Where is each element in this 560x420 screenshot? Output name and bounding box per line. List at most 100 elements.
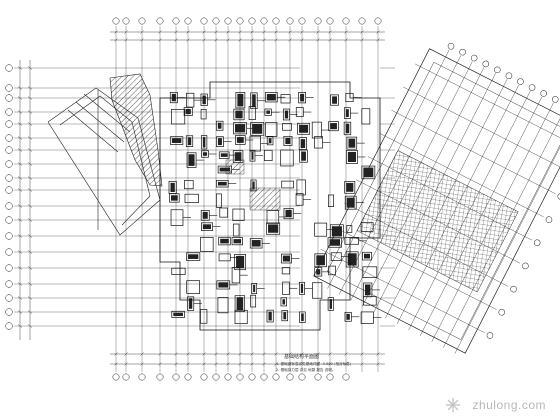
- column: [329, 299, 333, 309]
- dimension-tick: [158, 38, 162, 42]
- column: [268, 311, 272, 321]
- pile-cap: [345, 92, 354, 103]
- dimension-tick: [17, 282, 23, 286]
- wing-grid-bubble: [540, 90, 547, 97]
- dimension-tick: [376, 30, 380, 34]
- dimension-tick: [328, 38, 332, 42]
- column: [220, 238, 229, 244]
- grid-bubble: [184, 17, 192, 25]
- column: [316, 269, 321, 275]
- grid-bubble: [5, 64, 13, 72]
- dimension-tick: [140, 30, 144, 34]
- pile-cap: [362, 266, 378, 278]
- column: [202, 224, 212, 230]
- pile-cap: [281, 267, 291, 275]
- dimension-tick: [124, 362, 128, 366]
- grid-bubble: [326, 373, 334, 381]
- grid-bubble: [5, 232, 13, 240]
- column: [236, 297, 244, 311]
- column: [202, 152, 208, 156]
- grid-bubble: [5, 248, 13, 256]
- grid-bubble: [212, 17, 220, 25]
- dimension-tick: [27, 162, 33, 166]
- dimension-tick: [158, 352, 162, 356]
- dimension-tick: [360, 38, 364, 42]
- pile-cap: [215, 120, 224, 131]
- plan-note-2: 2. 基础持力层 详见 地勘 报告 说明。: [276, 368, 336, 372]
- column: [347, 151, 357, 163]
- dimension-tick: [27, 250, 33, 254]
- dimension-tick: [140, 352, 144, 356]
- dimension-tick: [300, 30, 304, 34]
- column: [266, 93, 276, 101]
- grid-bubble: [5, 308, 13, 316]
- dimension-tick: [262, 30, 266, 34]
- pile-cap: [170, 209, 184, 226]
- pile-cap: [250, 294, 257, 308]
- top-grid-bubbles: [112, 17, 382, 25]
- wing-grid-bubble: [459, 48, 466, 56]
- column: [345, 109, 349, 117]
- wing-grid-bubble: [557, 193, 560, 200]
- dimension-tick: [17, 218, 23, 222]
- column: [235, 124, 246, 133]
- grid-bubble: [5, 84, 13, 92]
- dimension-tick: [17, 324, 23, 328]
- grid-bubble: [112, 17, 120, 25]
- pile-cap: [232, 223, 240, 237]
- wing-grid-line: [344, 202, 509, 287]
- dimension-tick: [274, 362, 278, 366]
- grid-bubble: [5, 174, 13, 182]
- pile-cap: [281, 310, 288, 322]
- pile-cap: [344, 181, 356, 194]
- column: [218, 282, 229, 288]
- column: [235, 110, 243, 119]
- grid-bubble: [5, 280, 13, 288]
- grid-bubble: [248, 17, 256, 25]
- wing-grid-bubble: [505, 72, 513, 79]
- wing-grid-line: [373, 73, 496, 313]
- dimension-tick: [114, 30, 118, 34]
- pile-cap: [169, 193, 180, 203]
- pile-cap: [314, 136, 323, 149]
- pile-cap: [185, 135, 194, 147]
- grid-bubble: [172, 373, 180, 381]
- dimension-tick: [316, 30, 320, 34]
- grid-bubble: [5, 294, 13, 302]
- pile-cap: [296, 179, 306, 196]
- hatched-zone-upper-left: [109, 73, 163, 187]
- column: [173, 312, 183, 317]
- column: [330, 123, 337, 130]
- grid-bubble: [138, 17, 146, 25]
- dimension-tick: [17, 234, 23, 238]
- pile-cap: [283, 135, 293, 146]
- pile-cap: [184, 193, 199, 203]
- dimension-tick: [262, 352, 266, 356]
- dimension-tick: [274, 38, 278, 42]
- dimension-tick: [174, 352, 178, 356]
- dimension-tick: [17, 162, 23, 166]
- grid-bubble: [138, 373, 146, 381]
- dimension-tick: [226, 38, 230, 42]
- dimension-tick: [186, 362, 190, 366]
- wing-grid-line: [367, 156, 532, 241]
- dimension-tick: [360, 362, 364, 366]
- grid-bubble: [236, 373, 244, 381]
- wing-grid-line: [385, 79, 508, 319]
- dimension-tick: [202, 30, 206, 34]
- grid-bubble: [224, 17, 232, 25]
- dimension-tick: [27, 86, 33, 90]
- dimension-tick: [250, 352, 254, 356]
- column: [329, 239, 341, 246]
- grid-bubble: [5, 120, 13, 128]
- grid-bubble: [5, 146, 13, 154]
- grid-bubble: [260, 373, 268, 381]
- dimension-tick: [158, 362, 162, 366]
- wing-grid-line: [332, 225, 497, 310]
- column: [236, 137, 244, 143]
- column: [170, 182, 175, 192]
- grid-bubble: [122, 17, 130, 25]
- dimension-tick: [174, 362, 178, 366]
- pile-cap: [186, 280, 200, 294]
